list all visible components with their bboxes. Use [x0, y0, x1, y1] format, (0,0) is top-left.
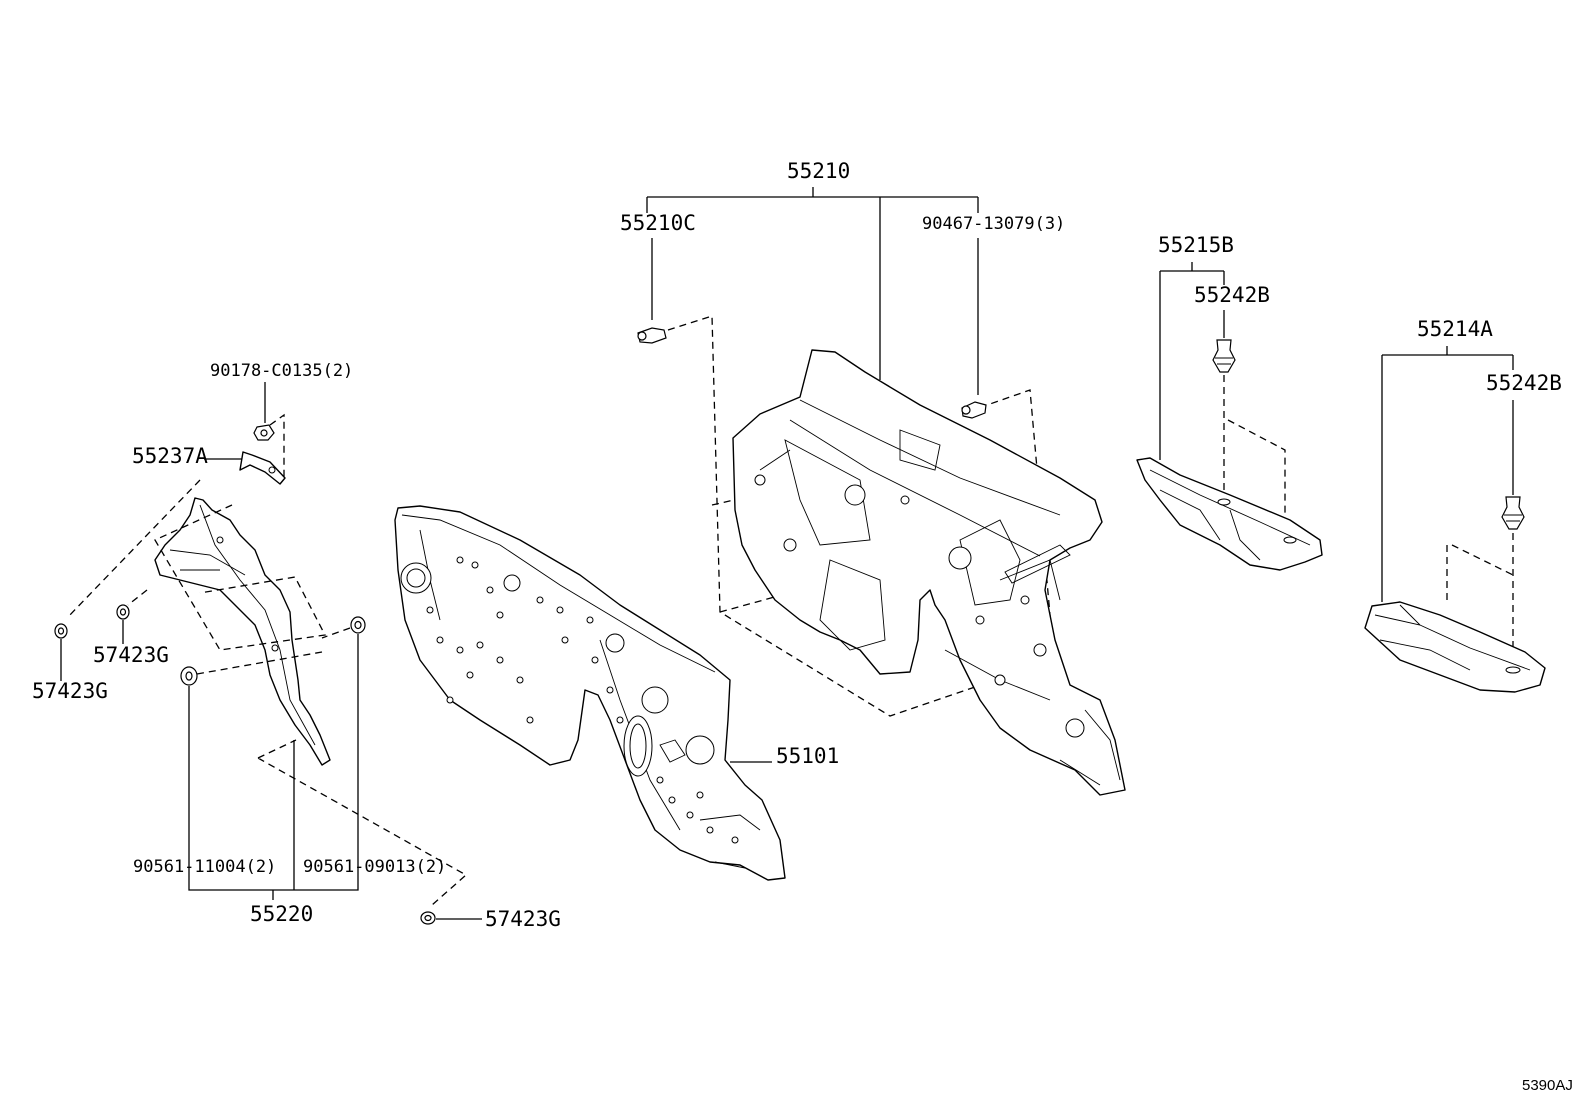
nut-90178-icon: [253, 424, 275, 441]
grommet-90561-09013-icon: [350, 616, 366, 634]
clip-55210c-icon: [637, 327, 667, 344]
label-57423G-b: 57423G: [32, 679, 108, 703]
group-55214a: 55214A 55242B: [1364, 317, 1562, 693]
label-55242B-a: 55242B: [1194, 283, 1270, 307]
group-55220: 90178-C0135(2) 55237A 57423G: [32, 361, 561, 931]
floor-silencer-55215b-part: [1136, 457, 1323, 571]
group-55210: 55210 55210C 90467-13079(3): [620, 159, 1126, 796]
label-90178-C0135: 90178-C0135(2): [210, 361, 353, 381]
grommet-90561-11004-icon: [180, 666, 198, 686]
group-55101: 55101: [394, 505, 839, 881]
clip-55242b-b-icon: [1501, 496, 1525, 530]
label-57423G-c: 57423G: [485, 907, 561, 931]
floor-silencer-55214a-part: [1364, 601, 1546, 693]
label-90561-09013: 90561-09013(2): [303, 857, 446, 877]
drawing-code: 5390AJ: [1522, 1077, 1573, 1094]
label-55220: 55220: [250, 902, 313, 926]
clip-90467-icon: [961, 401, 987, 419]
label-55214A: 55214A: [1417, 317, 1493, 341]
label-90467-13079: 90467-13079(3): [922, 214, 1065, 234]
label-55215B: 55215B: [1158, 233, 1234, 257]
clip-55242b-a-icon: [1212, 339, 1236, 373]
grommet-57423g-a-icon: [116, 604, 130, 620]
panel-studs: [426, 556, 739, 844]
label-55101: 55101: [776, 744, 839, 768]
label-55210: 55210: [787, 159, 850, 183]
group-55215b: 55215B 55242B: [1136, 233, 1323, 571]
dash-insulator-55210-part: [732, 349, 1126, 796]
insulator-55220-part: [154, 497, 331, 766]
grommet-57423g-c-icon: [420, 911, 436, 925]
label-90561-11004: 90561-11004(2): [133, 857, 276, 877]
bracket-55237a-part: [239, 451, 286, 485]
dash-panel-55101-part: [394, 505, 786, 881]
label-55210C: 55210C: [620, 211, 696, 235]
grommet-57423g-b-icon: [54, 623, 68, 639]
label-55242B-b: 55242B: [1486, 371, 1562, 395]
label-55237A: 55237A: [132, 444, 208, 468]
label-57423G-a: 57423G: [93, 643, 169, 667]
